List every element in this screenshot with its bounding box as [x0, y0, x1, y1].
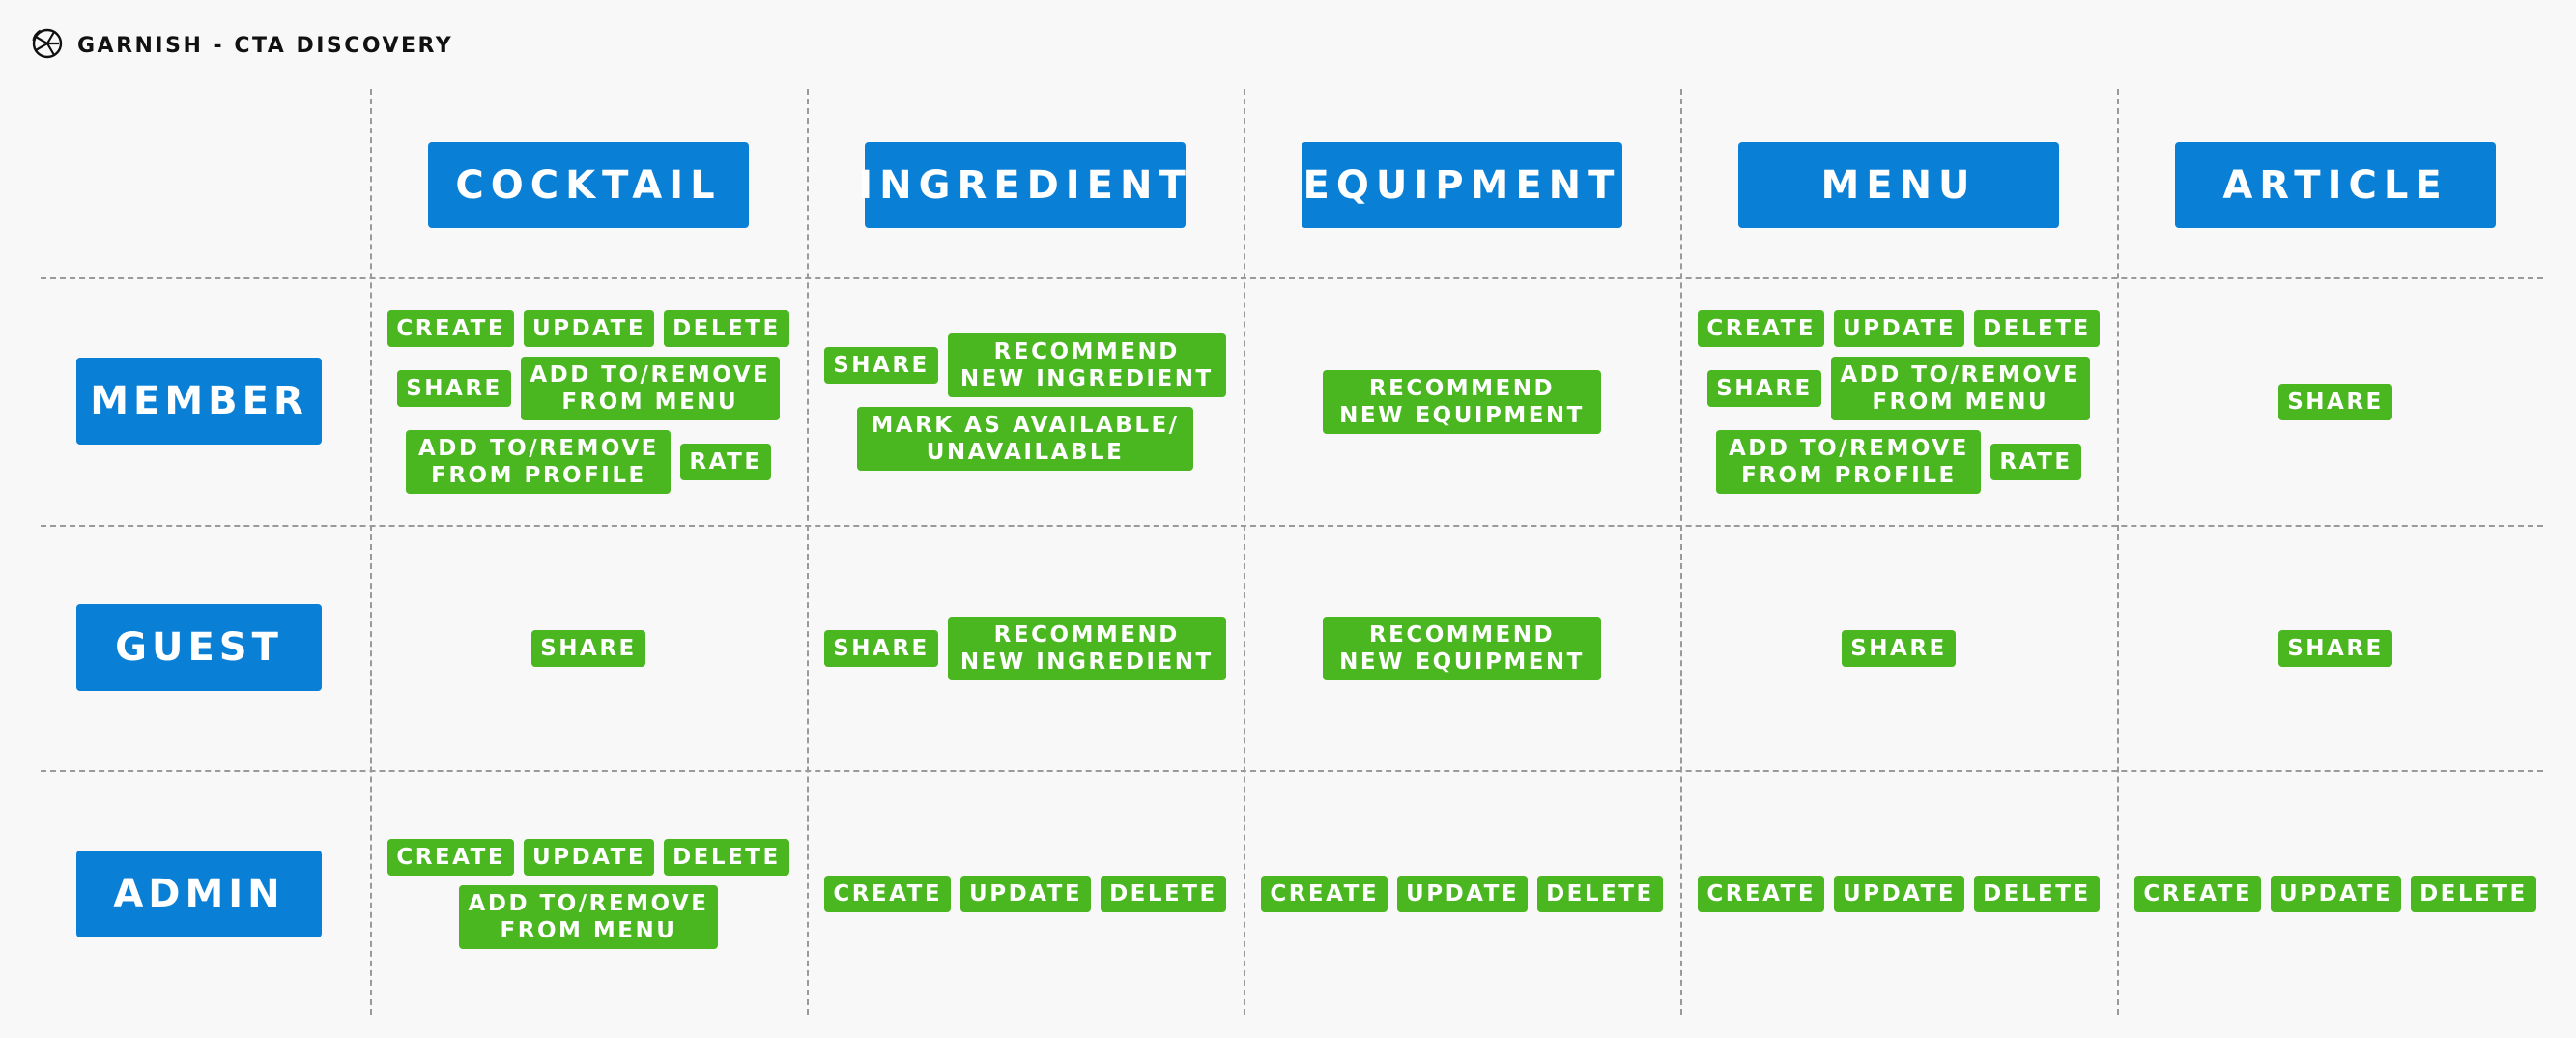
- column-divider: [807, 89, 809, 1015]
- action-line: SHARE ADD TO/REMOVE FROM MENU: [1707, 356, 2090, 420]
- action-line: CREATE UPDATE DELETE: [1698, 876, 2100, 912]
- delete-action: DELETE: [2411, 876, 2536, 912]
- delete-action: DELETE: [664, 839, 789, 876]
- action-line: SHARE: [2278, 383, 2392, 420]
- action-line: SHARE: [2278, 629, 2392, 667]
- add-remove-menu-action: ADD TO/REMOVE FROM MENU: [1830, 356, 2090, 420]
- action-line: CREATE UPDATE DELETE: [824, 876, 1226, 912]
- share-action: SHARE: [824, 346, 938, 384]
- action-line: ADD TO/REMOVE FROM PROFILE RATE: [406, 429, 771, 494]
- add-remove-menu-action: ADD TO/REMOVE FROM MENU: [520, 356, 780, 420]
- action-line: CREATE UPDATE DELETE: [387, 309, 789, 347]
- cell-member-menu: CREATE UPDATE DELETE SHARE ADD TO/REMOVE…: [1681, 279, 2116, 524]
- create-action: CREATE: [387, 839, 515, 876]
- create-action: CREATE: [824, 876, 952, 912]
- update-action: UPDATE: [524, 309, 655, 347]
- row-header-guest: GUEST: [76, 604, 322, 691]
- cell-admin-ingredient: CREATE UPDATE DELETE: [808, 772, 1243, 1016]
- delete-action: DELETE: [1537, 876, 1663, 912]
- update-action: UPDATE: [524, 839, 655, 876]
- cell-guest-ingredient: SHARE RECOMMEND NEW INGREDIENT: [808, 527, 1243, 769]
- delete-action: DELETE: [1974, 876, 2100, 912]
- create-action: CREATE: [1698, 876, 1825, 912]
- cell-admin-equipment: CREATE UPDATE DELETE: [1245, 772, 1679, 1016]
- share-action: SHARE: [531, 629, 645, 667]
- recommend-equipment-action: RECOMMEND NEW EQUIPMENT: [1323, 369, 1601, 434]
- create-action: CREATE: [1698, 309, 1825, 347]
- action-line: SHARE: [1842, 629, 1956, 667]
- update-action: UPDATE: [1834, 309, 1965, 347]
- recommend-ingredient-action: RECOMMEND NEW INGREDIENT: [947, 616, 1226, 680]
- share-action: SHARE: [2278, 629, 2392, 667]
- recommend-equipment-action: RECOMMEND NEW EQUIPMENT: [1323, 616, 1601, 680]
- delete-action: DELETE: [1974, 309, 2100, 347]
- row-header-admin: ADMIN: [76, 851, 322, 937]
- action-line: SHARE ADD TO/REMOVE FROM MENU: [397, 356, 780, 420]
- row-divider: [41, 770, 2543, 772]
- share-action: SHARE: [1842, 629, 1956, 667]
- update-action: UPDATE: [2271, 876, 2402, 912]
- action-line: ADD TO/REMOVE FROM PROFILE RATE: [1716, 429, 2081, 494]
- add-remove-profile-action: ADD TO/REMOVE FROM PROFILE: [406, 429, 672, 494]
- action-line: ADD TO/REMOVE FROM MENU: [459, 885, 718, 949]
- mark-available-action: MARK AS AVAILABLE/ UNAVAILABLE: [857, 406, 1193, 471]
- row-header-member: MEMBER: [76, 358, 322, 445]
- create-action: CREATE: [2134, 876, 2262, 912]
- create-action: CREATE: [387, 309, 515, 347]
- share-action: SHARE: [397, 369, 511, 407]
- row-divider: [41, 277, 2543, 279]
- update-action: UPDATE: [960, 876, 1092, 912]
- cell-admin-cocktail: CREATE UPDATE DELETE ADD TO/REMOVE FROM …: [371, 772, 806, 1016]
- add-remove-menu-action: ADD TO/REMOVE FROM MENU: [459, 885, 718, 949]
- action-line: SHARE RECOMMEND NEW INGREDIENT: [824, 332, 1226, 397]
- page-title: GARNISH - CTA DISCOVERY: [77, 33, 454, 58]
- cell-guest-cocktail: SHARE: [371, 527, 806, 769]
- create-action: CREATE: [1261, 876, 1388, 912]
- rate-action: RATE: [1990, 443, 2081, 480]
- column-header-menu: MENU: [1738, 142, 2059, 228]
- cell-guest-menu: SHARE: [1681, 527, 2116, 769]
- cell-member-equipment: RECOMMEND NEW EQUIPMENT: [1245, 279, 1679, 524]
- action-line: MARK AS AVAILABLE/ UNAVAILABLE: [857, 406, 1193, 471]
- rate-action: RATE: [680, 443, 771, 480]
- column-header-cocktail: COCKTAIL: [428, 142, 749, 228]
- add-remove-profile-action: ADD TO/REMOVE FROM PROFILE: [1716, 429, 1982, 494]
- cell-guest-article: SHARE: [2118, 527, 2553, 769]
- column-header-equipment: EQUIPMENT: [1302, 142, 1622, 228]
- action-line: CREATE UPDATE DELETE: [2134, 876, 2536, 912]
- column-divider: [1680, 89, 1682, 1015]
- cell-member-cocktail: CREATE UPDATE DELETE SHARE ADD TO/REMOVE…: [371, 279, 806, 524]
- column-divider: [1244, 89, 1245, 1015]
- action-line: SHARE: [531, 629, 645, 667]
- action-line: CREATE UPDATE DELETE: [387, 839, 789, 876]
- row-divider: [41, 525, 2543, 527]
- action-line: SHARE RECOMMEND NEW INGREDIENT: [824, 616, 1226, 680]
- citrus-slice-icon: [31, 27, 64, 64]
- action-line: RECOMMEND NEW EQUIPMENT: [1323, 616, 1601, 680]
- column-header-article: ARTICLE: [2175, 142, 2496, 228]
- share-action: SHARE: [824, 629, 938, 667]
- cell-guest-equipment: RECOMMEND NEW EQUIPMENT: [1245, 527, 1679, 769]
- page-header: GARNISH - CTA DISCOVERY: [31, 27, 453, 64]
- cell-admin-menu: CREATE UPDATE DELETE: [1681, 772, 2116, 1016]
- delete-action: DELETE: [664, 309, 789, 347]
- share-action: SHARE: [1707, 369, 1821, 407]
- column-divider: [370, 89, 372, 1015]
- share-action: SHARE: [2278, 383, 2392, 420]
- delete-action: DELETE: [1101, 876, 1226, 912]
- update-action: UPDATE: [1397, 876, 1529, 912]
- recommend-ingredient-action: RECOMMEND NEW INGREDIENT: [947, 332, 1226, 397]
- action-line: CREATE UPDATE DELETE: [1698, 309, 2100, 347]
- action-line: CREATE UPDATE DELETE: [1261, 876, 1663, 912]
- column-divider: [2117, 89, 2119, 1015]
- action-line: RECOMMEND NEW EQUIPMENT: [1323, 369, 1601, 434]
- cell-member-ingredient: SHARE RECOMMEND NEW INGREDIENT MARK AS A…: [808, 279, 1243, 524]
- cell-member-article: SHARE: [2118, 279, 2553, 524]
- column-header-ingredient: INGREDIENT: [858, 142, 1186, 228]
- update-action: UPDATE: [1834, 876, 1965, 912]
- cell-admin-article: CREATE UPDATE DELETE: [2118, 772, 2553, 1016]
